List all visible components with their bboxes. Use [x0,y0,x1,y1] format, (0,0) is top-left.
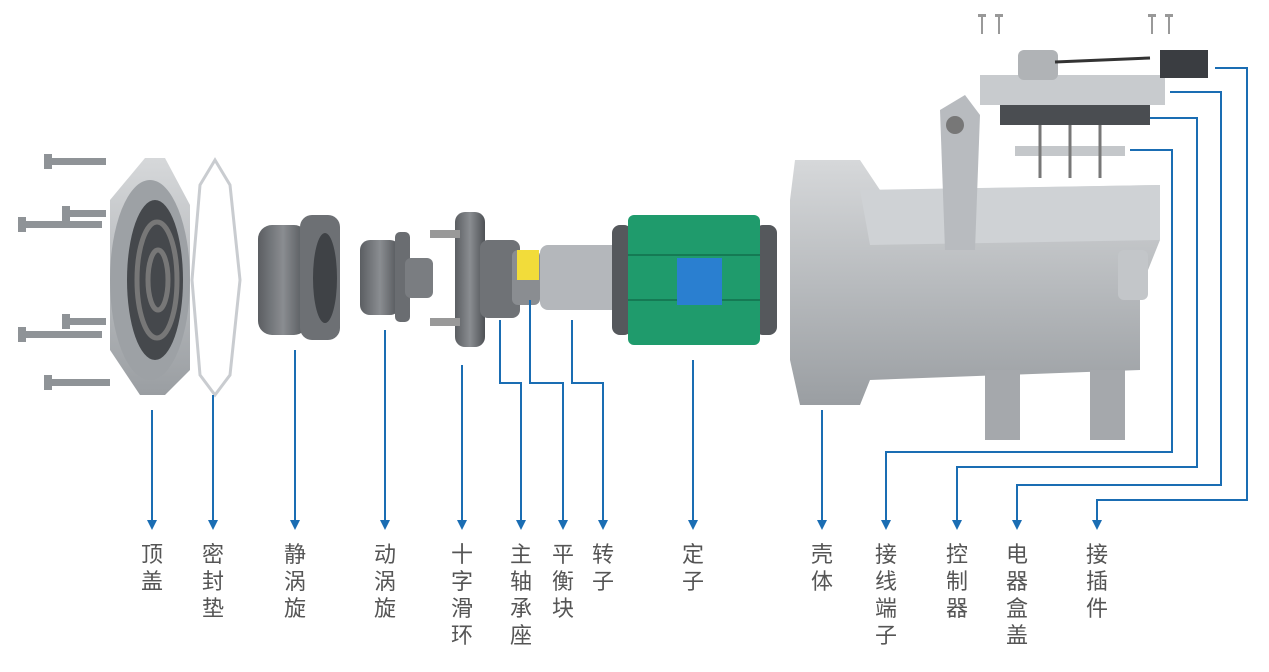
label-main-bearing-seat: 主轴承座 [509,543,532,649]
label-electrical-box-cover: 电器盒盖 [1005,543,1028,649]
label-terminal: 接线端子 [874,543,897,649]
fixed-scroll-part [258,215,340,340]
label-gasket: 密封垫 [201,543,224,622]
leader-controller [952,117,1198,530]
leader-balance-weight [529,300,568,530]
orbiting-scroll-part [360,232,433,322]
leader-main-bearing-seat [499,320,526,530]
label-balance-weight: 平衡块 [551,543,574,622]
label-stator: 定子 [681,543,704,595]
label-connector: 接插件 [1085,543,1108,622]
leader-terminal [881,149,1173,530]
leader-connector [1092,67,1248,530]
leader-rotor [571,320,608,530]
balance-weight-part [517,250,539,280]
label-rotor: 转子 [591,543,614,595]
leader-electrical-box-cover [1012,91,1222,530]
label-orbiting-scroll: 动涡旋 [373,543,396,622]
bolts [18,154,110,390]
main-bearing-seat-part [430,212,540,347]
gasket-part [190,157,242,398]
top-cover-part [110,158,190,395]
label-fixed-scroll: 静涡旋 [283,543,306,622]
stator-part [612,215,777,345]
label-oldham-ring: 十字滑环 [450,543,473,649]
label-top-cover: 顶盖 [140,543,163,595]
housing-part [790,95,1160,440]
electrical-box-part [978,14,1208,178]
leader-lines [147,67,1248,530]
label-housing: 壳体 [810,543,833,595]
label-controller: 控制器 [945,543,968,622]
rotor-part [540,245,625,310]
